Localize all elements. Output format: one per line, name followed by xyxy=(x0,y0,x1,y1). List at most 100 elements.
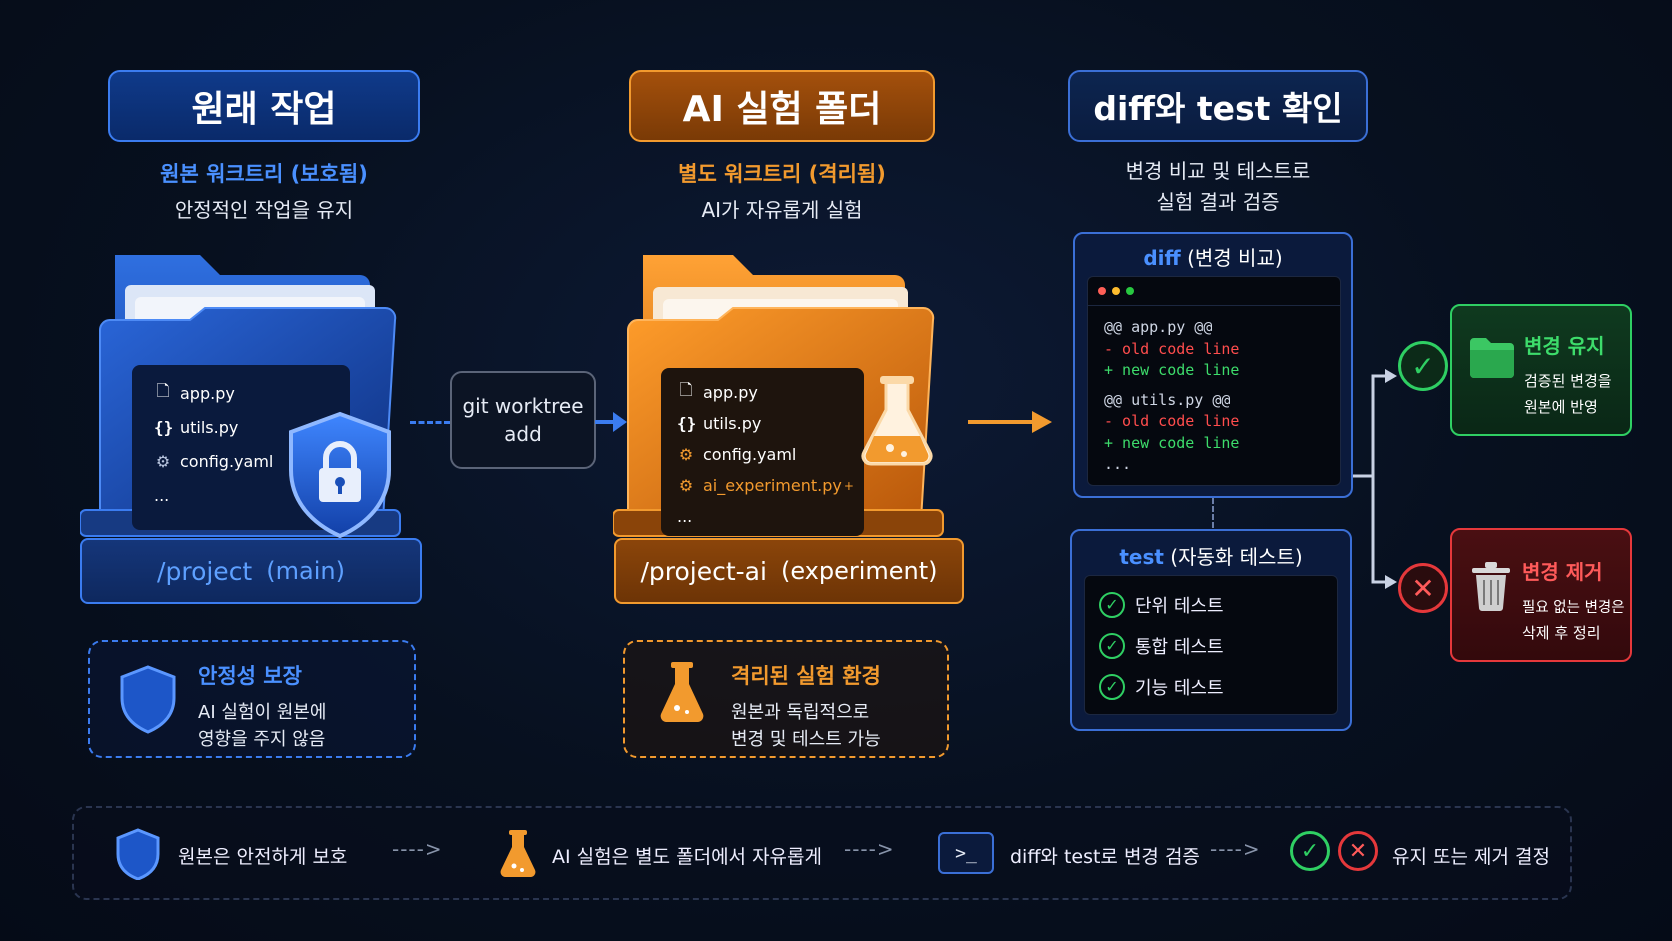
branch-name: (main) xyxy=(266,557,345,585)
stability-note-line2: 영향을 주지 않음 xyxy=(198,729,326,750)
test-label: (자동화 테스트) xyxy=(1170,545,1303,569)
summary-step-4: 유지 또는 제거 결정 xyxy=(1392,846,1550,868)
file-item: ... xyxy=(677,501,854,532)
stability-note-title: 안정성 보장 xyxy=(198,664,302,688)
check-icon: ✓ xyxy=(1290,831,1330,871)
arrow-right-icon xyxy=(968,411,1052,433)
braces-icon: {} xyxy=(154,417,174,437)
lock-shield-icon xyxy=(289,411,391,539)
arrow-right-icon xyxy=(595,412,627,432)
keep-outcome-card: 변경 유지 검증된 변경을 원본에 반영 xyxy=(1450,304,1632,436)
remove-title: 변경 제거 xyxy=(1522,560,1603,584)
original-title: 원래 작업 xyxy=(108,70,420,142)
test-item: ✓단위 테스트 xyxy=(1099,584,1323,625)
test-name: 통합 테스트 xyxy=(1135,636,1224,658)
diff-code: @@ app.py @@ - old code line + new code … xyxy=(1104,317,1239,476)
summary-step-1: 원본은 안전하게 보호 xyxy=(178,846,348,868)
file-icon: 🗋 xyxy=(156,380,170,400)
file-item[interactable]: 🗋 app.py xyxy=(154,376,273,410)
minimize-dot-icon xyxy=(1112,287,1120,295)
remove-line1: 필요 없는 변경은 xyxy=(1522,600,1625,616)
close-dot-icon xyxy=(1098,287,1106,295)
file-name: utils.py xyxy=(180,417,239,437)
git-command-line1: git worktree xyxy=(462,394,584,418)
file-more: ... xyxy=(677,507,693,526)
remove-outcome-card: 변경 제거 필요 없는 변경은 삭제 후 정리 xyxy=(1450,528,1632,662)
diff-line: + new code line xyxy=(1104,433,1240,452)
remove-line2: 삭제 후 정리 xyxy=(1522,624,1601,642)
dashed-arrow-icon: ----> xyxy=(1210,837,1261,861)
original-file-list: 🗋 app.py {} utils.py ⚙ config.yaml ... xyxy=(154,376,273,512)
ai-path-label: /project-ai (experiment) xyxy=(614,538,964,604)
check-icon: ✓ xyxy=(1099,632,1125,659)
diff-line: ... xyxy=(1104,455,1132,473)
stability-note: 안정성 보장 AI 실험이 원본에 영향을 주지 않음 xyxy=(88,640,416,758)
file-item[interactable]: 🗋 app.py xyxy=(677,377,854,408)
summary-step-3: diff와 test로 변경 검증 xyxy=(1010,846,1200,868)
file-name: app.py xyxy=(180,383,235,403)
flask-icon xyxy=(500,830,536,877)
file-name: config.yaml xyxy=(703,445,797,464)
decision-branch-arrows xyxy=(1353,369,1397,589)
flask-icon xyxy=(660,662,704,722)
test-item: ✓ 기능 테스트 xyxy=(1099,666,1323,707)
ai-file-list: 🗋 app.py {} utils.py ⚙ config.yaml ⚙ai_expe… xyxy=(677,377,854,532)
branch-name: (experiment) xyxy=(780,557,938,585)
keep-title: 변경 유지 xyxy=(1524,334,1605,358)
file-item-new[interactable]: ⚙ai_experiment.py+ xyxy=(677,470,854,501)
braces-icon: {} xyxy=(677,414,697,433)
test-list: ✓단위 테스트 ✓ 통합 테스트 ✓ 기능 테스트 xyxy=(1084,575,1338,715)
window-dots xyxy=(1098,287,1134,295)
diff-line: - old code line xyxy=(1104,339,1240,358)
dashed-arrow-icon: ----> xyxy=(392,837,443,861)
file-name: ai_experiment.py xyxy=(703,476,842,495)
file-more: ... xyxy=(154,485,170,505)
test-panel-header: test (자동화 테스트) xyxy=(1072,541,1350,570)
diff-line: @@ utils.py @@ xyxy=(1104,390,1231,409)
summary-step-2: AI 실험은 별도 폴더에서 자유롭게 xyxy=(552,846,822,868)
keep-line2: 원본에 반영 xyxy=(1524,398,1598,416)
file-item[interactable]: {} utils.py xyxy=(154,410,273,444)
keep-line1: 검증된 변경을 xyxy=(1524,372,1612,390)
diff-panel: diff (변경 비교) @@ app.py @@ - old code lin… xyxy=(1073,232,1353,498)
file-name: config.yaml xyxy=(180,451,274,471)
shield-icon xyxy=(116,828,160,880)
isolation-note-line1: 원본과 독립적으로 xyxy=(731,702,870,723)
diff-line: + new code line xyxy=(1104,361,1240,379)
diff-panel-header: diff (변경 비교) xyxy=(1075,242,1351,271)
gear-icon: ⚙ xyxy=(678,445,694,464)
new-file-mark: + xyxy=(843,478,854,493)
verify-title: diff와 test 확인 xyxy=(1068,70,1368,142)
verify-description-line2: 실험 결과 검증 xyxy=(1156,190,1280,214)
ai-file-panel xyxy=(661,368,864,536)
gear-icon: ⚙ xyxy=(155,451,171,471)
test-name: 단위 테스트 xyxy=(1135,595,1224,617)
flask-icon xyxy=(861,376,933,466)
git-command-box: git worktree add xyxy=(450,371,596,469)
diff-line: - old code line xyxy=(1104,412,1240,430)
file-item[interactable]: {} utils.py xyxy=(677,408,854,439)
ai-description: AI가 자유롭게 실험 xyxy=(701,198,863,222)
path-name: /project xyxy=(157,556,253,586)
folder-icon xyxy=(1470,338,1514,378)
original-description: 안정적인 작업을 유지 xyxy=(174,198,354,222)
diff-line: @@ app.py @@ xyxy=(1104,318,1213,336)
verify-description-line1: 변경 비교 및 테스트로 xyxy=(1125,159,1311,183)
file-icon: 🗋 xyxy=(679,380,693,399)
shield-icon xyxy=(120,665,176,734)
cross-icon: ✕ xyxy=(1338,831,1378,871)
test-keyword: test xyxy=(1119,545,1164,569)
file-name: app.py xyxy=(703,383,758,402)
diff-test-connector xyxy=(1212,498,1214,528)
test-name: 기능 테스트 xyxy=(1135,677,1224,699)
file-item[interactable]: ⚙ config.yaml xyxy=(677,439,854,470)
terminal-divider xyxy=(1088,305,1340,306)
file-name: utils.py xyxy=(703,414,762,433)
test-item: ✓ 통합 테스트 xyxy=(1099,625,1323,666)
check-icon: ✓ xyxy=(1099,673,1125,700)
test-panel: test (자동화 테스트) ✓단위 테스트 ✓ 통합 테스트 ✓ 기능 테스트 xyxy=(1070,529,1352,731)
diff-label: (변경 비교) xyxy=(1187,246,1283,270)
file-item[interactable]: ⚙ config.yaml xyxy=(154,444,274,478)
path-name: /project-ai xyxy=(640,556,767,586)
stability-note-line1: AI 실험이 원본에 xyxy=(198,702,327,723)
